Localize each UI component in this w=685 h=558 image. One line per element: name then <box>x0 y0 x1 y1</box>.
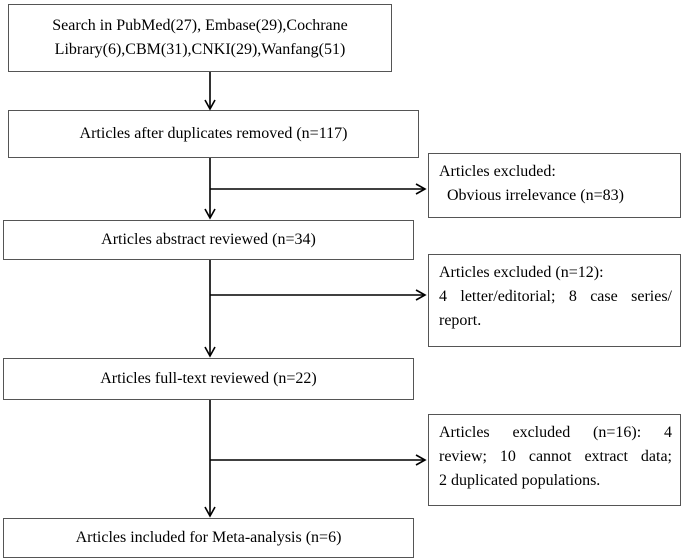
search-line-2: Library(6),CBM(31),CNKI(29),Wanfang(51) <box>54 41 346 58</box>
fulltext-reviewed-box: Articles full-text reviewed (n=22) <box>3 358 414 400</box>
included-box: Articles included for Meta-analysis (n=6… <box>3 518 414 558</box>
exclusion-irrelevance-heading: Articles excluded: <box>439 163 556 180</box>
exclusion-review-detail: review; 10 cannot extract data; <box>439 448 672 465</box>
duplicates-removed-label: Articles after duplicates removed (n=117… <box>79 125 348 142</box>
search-box: Search in PubMed(27), Embase(29),Cochran… <box>8 4 392 72</box>
exclusion-letters-heading: Articles excluded (n=12): <box>439 264 604 281</box>
abstract-reviewed-label: Articles abstract reviewed (n=34) <box>101 231 316 248</box>
exclusion-box-letters-cases: Articles excluded (n=12): 4 letter/edito… <box>428 254 681 347</box>
exclusion-review-detail-end: 2 duplicated populations. <box>439 472 601 489</box>
fulltext-reviewed-label: Articles full-text reviewed (n=22) <box>100 370 317 387</box>
exclusion-letters-detail-end: report. <box>439 312 482 329</box>
exclusion-review-heading: Articles excluded (n=16): 4 <box>439 424 672 441</box>
exclusion-box-irrelevance: Articles excluded: Obvious irrelevance (… <box>428 153 681 218</box>
search-line-1: Search in PubMed(27), Embase(29),Cochran… <box>52 17 348 34</box>
search-text: Search in PubMed(27), Embase(29),Cochran… <box>52 14 347 62</box>
exclusion-box-review-data: Articles excluded (n=16): 4 review; 10 c… <box>428 414 681 506</box>
exclusion-irrelevance-detail: Obvious irrelevance (n=83) <box>447 187 624 204</box>
included-label: Articles included for Meta-analysis (n=6… <box>75 529 342 546</box>
duplicates-removed-box: Articles after duplicates removed (n=117… <box>8 110 419 158</box>
abstract-reviewed-box: Articles abstract reviewed (n=34) <box>3 220 414 260</box>
exclusion-letters-detail: 4 letter/editorial; 8 case series/ <box>439 288 672 305</box>
